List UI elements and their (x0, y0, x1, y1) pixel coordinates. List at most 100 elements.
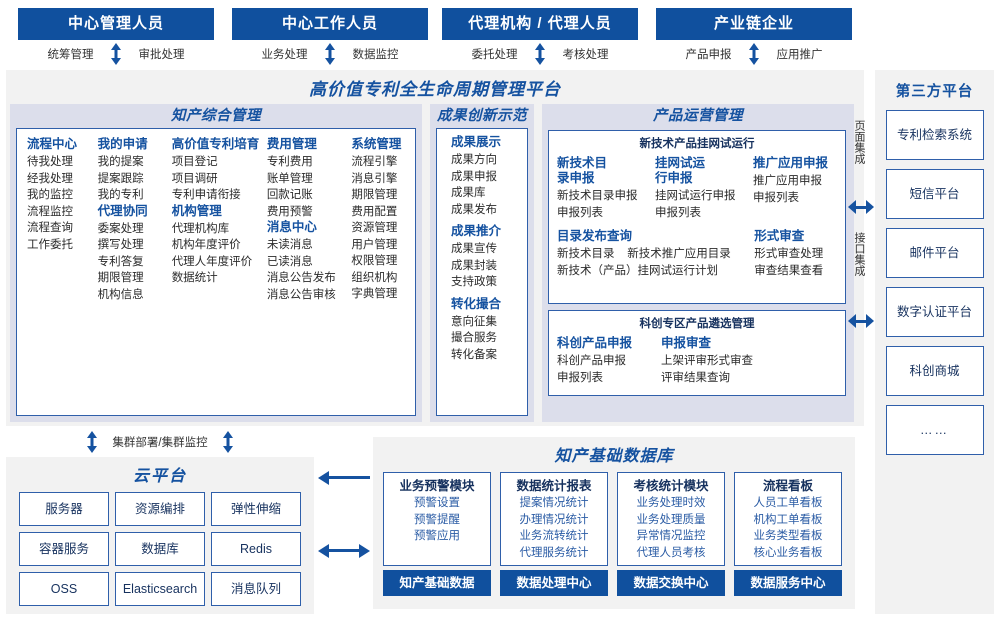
column-heading[interactable]: 目录发布查询 (557, 229, 633, 243)
menu-item[interactable]: 经我处理 (27, 172, 73, 185)
menu-item[interactable]: 组织机构 (351, 271, 398, 284)
cloud-resource-6[interactable]: OSS (19, 572, 109, 606)
column-heading[interactable]: 转化撮合 (451, 296, 502, 311)
menu-item[interactable]: 期限管理 (97, 272, 144, 284)
menu-item[interactable]: 账单管理 (266, 172, 313, 185)
menu-item[interactable]: 新技术目录申报 (557, 190, 638, 202)
menu-item[interactable]: 意向征集 (451, 315, 497, 328)
cloud-resource-7[interactable]: Elasticsearch (115, 572, 205, 606)
cloud-resource-0[interactable]: 服务器 (19, 492, 109, 526)
menu-item[interactable]: 未读消息 (266, 239, 313, 251)
third-party-item-5[interactable]: …… (885, 405, 984, 455)
menu-item[interactable]: 科创产品申报 (557, 355, 626, 367)
menu-item[interactable]: 提案跟踪 (97, 172, 144, 185)
menu-item[interactable]: 申报列表 (753, 191, 799, 204)
menu-item[interactable]: 成果宣传 (451, 243, 497, 255)
database-item[interactable]: 业务处理质量 (636, 513, 706, 526)
database-item[interactable]: 业务流转统计 (519, 530, 589, 542)
menu-item[interactable]: 项目登记 (171, 156, 218, 168)
menu-item[interactable]: 机构信息 (97, 288, 144, 301)
column-heading[interactable]: 形式审查 (754, 229, 805, 243)
menu-item[interactable]: 专利费用 (266, 156, 313, 168)
menu-item[interactable]: 成果申报 (451, 170, 497, 183)
menu-item[interactable]: 推广应用申报 (753, 175, 822, 187)
database-item[interactable]: 预警设置 (414, 497, 460, 509)
third-party-item-0[interactable]: 专利检索系统 (885, 110, 984, 160)
menu-item[interactable]: 申报列表 (557, 206, 603, 219)
menu-item[interactable]: 流程引擎 (351, 156, 398, 168)
column-heading[interactable]: 机构管理 (171, 203, 222, 218)
menu-item[interactable]: 委案处理 (97, 222, 144, 235)
menu-item[interactable]: 消息引擎 (351, 172, 398, 185)
menu-item[interactable]: 代理人年度评价 (171, 255, 253, 268)
column-heading[interactable]: 代理协同 (97, 203, 148, 218)
menu-item[interactable]: 我的监控 (27, 189, 73, 201)
database-item[interactable]: 机构工单看板 (753, 513, 823, 526)
menu-item[interactable]: 回款记账 (266, 189, 313, 201)
column-heading[interactable]: 我的申请 (97, 137, 148, 151)
menu-item[interactable]: 流程监控 (27, 205, 73, 218)
third-party-item-4[interactable]: 科创商城 (885, 346, 984, 396)
database-item[interactable]: 人员工单看板 (753, 497, 823, 509)
menu-item[interactable]: 上架评审形式审查 (661, 355, 753, 367)
database-footer-0[interactable]: 知产基础数据 (383, 570, 491, 596)
column-heading[interactable]: 新技术目录申报 (557, 156, 608, 185)
menu-item[interactable]: 申报列表 (557, 371, 603, 384)
third-party-item-3[interactable]: 数字认证平台 (885, 287, 984, 337)
menu-item[interactable]: 权限管理 (351, 255, 398, 267)
column-heading[interactable]: 高价值专利培育 (171, 137, 260, 151)
database-item[interactable]: 办理情况统计 (519, 513, 589, 526)
menu-item[interactable]: 费用预警 (266, 205, 313, 218)
menu-item[interactable]: 成果库 (451, 187, 486, 199)
menu-item[interactable]: 消息公告发布 (266, 272, 336, 284)
column-heading[interactable]: 科创产品申报 (557, 336, 633, 350)
role-tab-0[interactable]: 中心管理人员 (18, 8, 214, 40)
database-item[interactable]: 代理服务统计 (519, 546, 589, 559)
column-heading[interactable]: 挂网试运行申报 (655, 156, 706, 185)
menu-item[interactable]: 字典管理 (351, 288, 398, 300)
database-footer-1[interactable]: 数据处理中心 (500, 570, 608, 596)
column-heading[interactable]: 申报审查 (661, 336, 712, 350)
column-heading[interactable]: 成果展示 (451, 135, 502, 149)
column-heading[interactable]: 费用管理 (266, 137, 317, 151)
menu-item[interactable]: 代理机构库 (171, 222, 230, 235)
column-heading[interactable]: 消息中心 (266, 220, 317, 234)
third-party-item-2[interactable]: 邮件平台 (885, 228, 984, 278)
menu-item[interactable]: 成果发布 (451, 203, 497, 216)
menu-item[interactable]: 转化备案 (451, 348, 497, 361)
cloud-resource-8[interactable]: 消息队列 (211, 572, 301, 606)
database-item[interactable]: 预警应用 (414, 530, 460, 542)
menu-item[interactable]: 专利申请衔接 (171, 189, 241, 201)
menu-item[interactable]: 申报列表 (655, 206, 701, 219)
database-footer-3[interactable]: 数据服务中心 (734, 570, 842, 596)
database-item[interactable]: 代理人员考核 (636, 546, 706, 559)
cloud-resource-5[interactable]: Redis (211, 532, 301, 566)
database-item[interactable]: 业务类型看板 (753, 530, 823, 542)
menu-item[interactable]: 机构年度评价 (171, 239, 241, 251)
third-party-item-1[interactable]: 短信平台 (885, 169, 984, 219)
menu-item[interactable]: 数据统计 (171, 272, 218, 284)
menu-item[interactable]: 费用配置 (351, 205, 398, 218)
menu-item[interactable]: 成果方向 (451, 154, 497, 166)
database-footer-2[interactable]: 数据交换中心 (617, 570, 725, 596)
column-heading[interactable]: 成果推介 (451, 224, 502, 238)
menu-item[interactable]: 我的专利 (97, 189, 144, 201)
menu-item[interactable]: 待我处理 (27, 156, 73, 168)
cloud-resource-3[interactable]: 容器服务 (19, 532, 109, 566)
column-heading[interactable]: 流程中心 (27, 137, 78, 151)
role-tab-1[interactable]: 中心工作人员 (232, 8, 428, 40)
column-heading[interactable]: 系统管理 (351, 137, 402, 151)
menu-item[interactable]: 用户管理 (351, 238, 398, 251)
menu-item[interactable]: 成果封装 (451, 259, 497, 272)
menu-item[interactable]: 撮合服务 (451, 332, 497, 344)
menu-item[interactable]: 挂网试运行申报 (655, 190, 736, 202)
cloud-resource-1[interactable]: 资源编排 (115, 492, 205, 526)
database-item[interactable]: 业务处理时效 (636, 497, 706, 509)
menu-item[interactable]: 工作委托 (27, 238, 73, 251)
menu-item[interactable]: 审查结果查看 (754, 264, 824, 277)
menu-item[interactable]: 评审结果查询 (661, 371, 730, 384)
menu-item[interactable]: 专利答复 (97, 255, 144, 268)
menu-item[interactable]: 资源管理 (351, 222, 398, 234)
column-heading[interactable]: 推广应用申报 (753, 156, 829, 170)
database-item[interactable]: 核心业务看板 (753, 546, 823, 559)
